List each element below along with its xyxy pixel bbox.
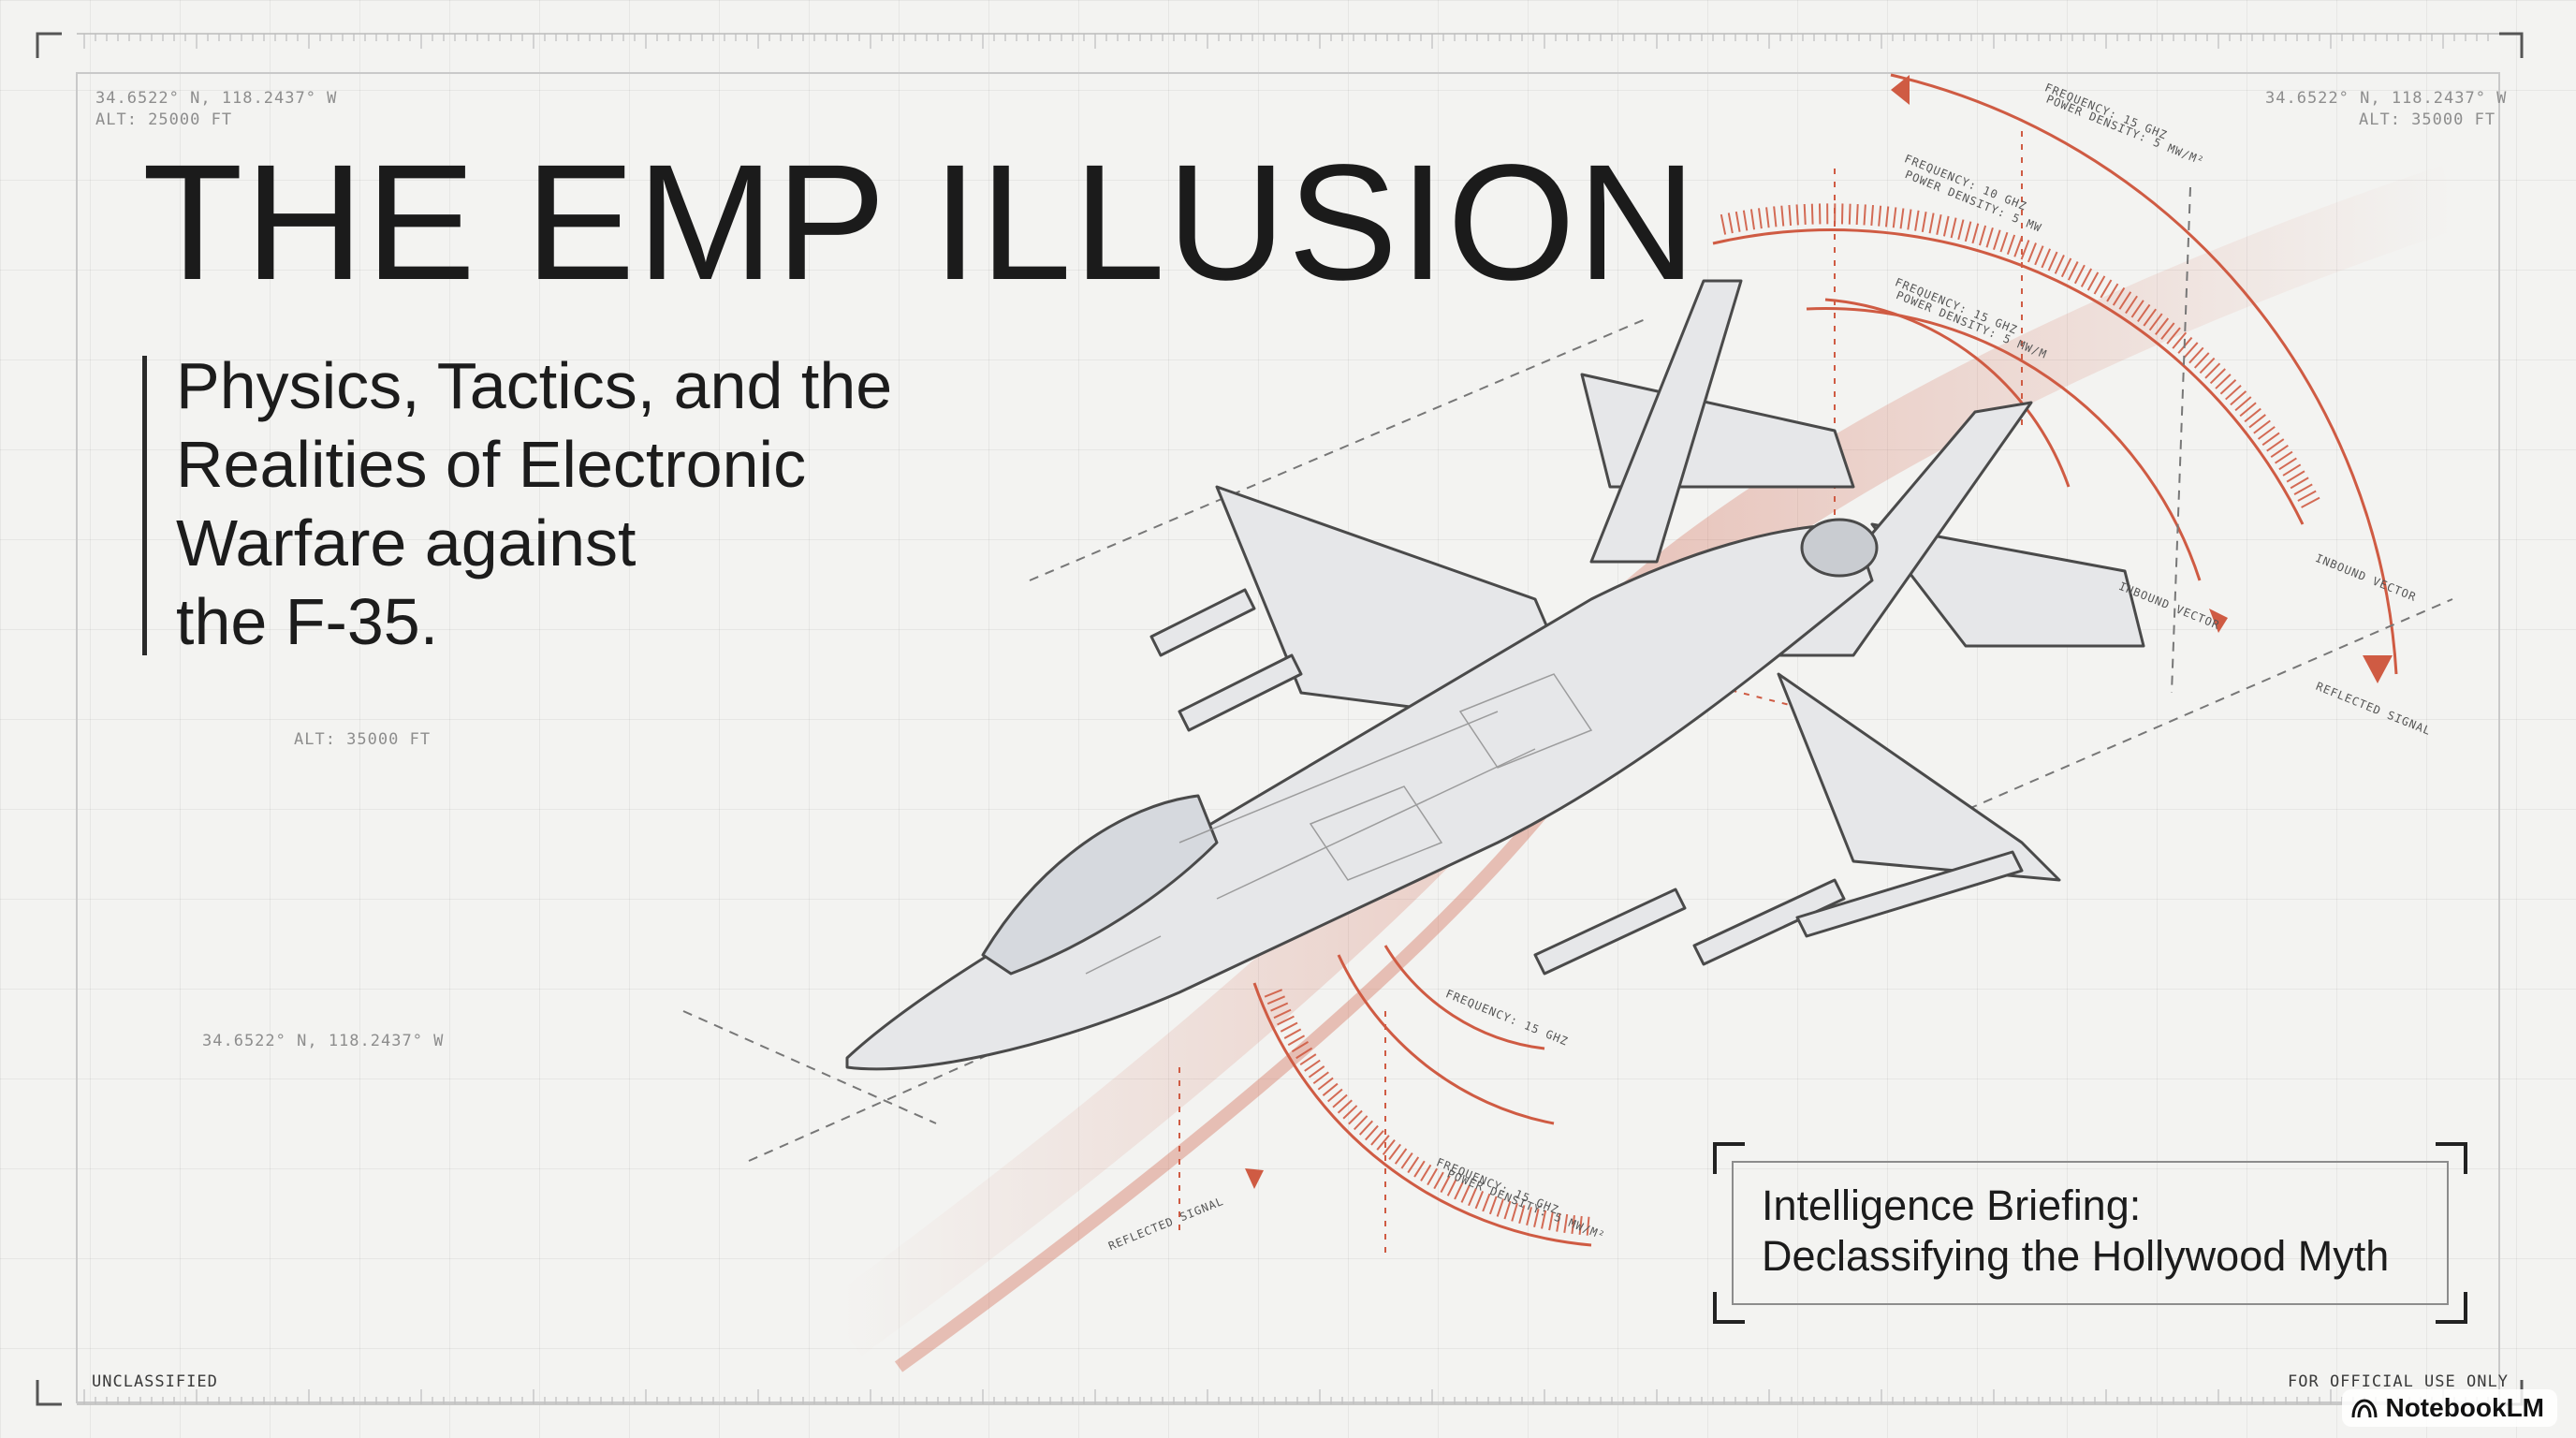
hud-coordinates-top-left: 34.6522° N, 118.2437° W <box>95 89 338 108</box>
subtitle-line: Physics, Tactics, and the <box>176 349 893 422</box>
slide-subtitle: Physics, Tactics, and the Realities of E… <box>176 346 1056 661</box>
hud-altitude-top-right: ALT: 35000 FT <box>2359 110 2496 129</box>
brand-name: NotebookLM <box>2385 1393 2544 1422</box>
briefing-box: Intelligence Briefing: Declassifying the… <box>1732 1161 2449 1305</box>
f35-illustration <box>845 279 2145 1071</box>
hud-altitude-top-left: ALT: 25000 FT <box>95 110 233 129</box>
subtitle-line: the F-35. <box>176 585 439 658</box>
briefing-corner-bracket <box>2436 1142 2467 1174</box>
classification-label-right: FOR OFFICIAL USE ONLY <box>2288 1372 2509 1391</box>
briefing-line-2: Declassifying the Hollywood Myth <box>1762 1232 2390 1280</box>
hud-coordinates-top-right: 34.6522° N, 118.2437° W <box>2265 89 2508 108</box>
subtitle-accent-bar <box>142 356 147 655</box>
hud-altitude-mid: ALT: 35000 FT <box>294 730 432 749</box>
briefing-corner-bracket <box>1713 1292 1745 1324</box>
classification-label-left: UNCLASSIFIED <box>92 1372 218 1391</box>
notebooklm-watermark: NotebookLM <box>2342 1389 2557 1427</box>
subtitle-line: Warfare against <box>176 506 637 580</box>
briefing-line-1: Intelligence Briefing: <box>1762 1181 2142 1229</box>
subtitle-line: Realities of Electronic <box>176 428 807 501</box>
notebooklm-logo-icon <box>2351 1399 2378 1418</box>
hud-coordinates-lower-left: 34.6522° N, 118.2437° W <box>202 1032 445 1050</box>
briefing-corner-bracket <box>2436 1292 2467 1324</box>
briefing-corner-bracket <box>1713 1142 1745 1174</box>
slide-title: THE EMP ILLUSION <box>142 131 1699 315</box>
